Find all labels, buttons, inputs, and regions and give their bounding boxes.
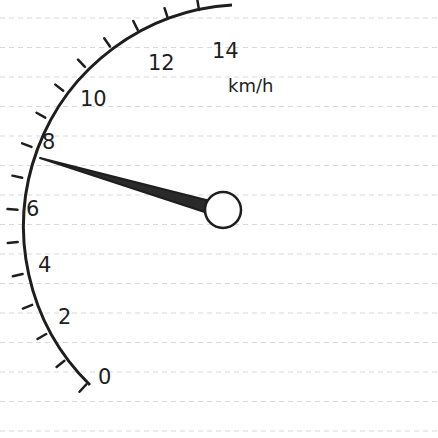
gauge-arc	[24, 5, 232, 385]
paper-line	[0, 372, 438, 373]
needle	[40, 158, 226, 219]
scale-number: 4	[38, 254, 51, 277]
gauge-tick	[8, 208, 18, 211]
gauge-tick	[38, 334, 47, 339]
gauge-tick	[197, 0, 199, 10]
gauge-tick	[80, 384, 87, 391]
unit-label: km/h	[228, 76, 273, 96]
gauge-tick	[78, 60, 85, 67]
paper-line	[0, 283, 438, 284]
gauge-tick	[55, 85, 63, 91]
gauge-tick	[57, 361, 65, 367]
gauge-tick	[104, 38, 110, 46]
paper-line	[0, 136, 438, 137]
gauge-tick	[23, 305, 32, 309]
paper-line	[0, 431, 438, 432]
gauge-tick	[13, 274, 23, 276]
paper-line	[0, 18, 438, 19]
paper-line	[0, 342, 438, 343]
paper-line	[0, 401, 438, 402]
gauge-tick	[8, 241, 18, 244]
scale-number: 10	[80, 88, 107, 111]
gauge-tick	[37, 113, 46, 118]
gauge-tick	[22, 143, 31, 147]
paper-line	[0, 106, 438, 107]
scale-number: 6	[26, 198, 39, 221]
scale-number: 2	[58, 306, 71, 329]
scale-number: 12	[148, 52, 175, 75]
scale-number: 0	[98, 366, 111, 389]
needle-hub	[205, 192, 241, 228]
paper-line	[0, 77, 438, 78]
scale-number: 14	[212, 40, 239, 63]
gauge-tick	[133, 21, 137, 30]
scale-number: 8	[42, 131, 55, 154]
paper-line	[0, 254, 438, 255]
gauge-tick	[165, 8, 168, 18]
gauge-tick	[12, 176, 22, 178]
paper-lines	[0, 18, 438, 431]
